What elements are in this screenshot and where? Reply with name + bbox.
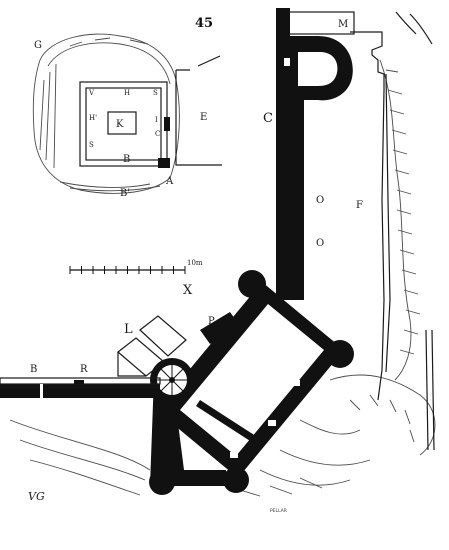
stair-tower xyxy=(150,358,194,402)
right-edge-lines xyxy=(425,329,435,451)
inset-label-s-left: S xyxy=(89,141,94,149)
keep-cross-wall xyxy=(196,400,262,446)
wall-c-buttress-2 xyxy=(292,234,304,246)
inset-label-h: H xyxy=(124,89,130,97)
keep-embrasure-2 xyxy=(292,380,300,386)
label-x: X xyxy=(183,283,193,298)
main-keep xyxy=(149,270,354,495)
wall-c-vertical xyxy=(276,8,290,300)
passage-p xyxy=(200,312,240,344)
label-o-1: O xyxy=(316,195,324,206)
scale-bar: 10m xyxy=(69,259,203,274)
keep-south-wing-wall xyxy=(150,376,226,486)
label-c: C xyxy=(263,111,273,126)
label-o-2: O xyxy=(316,238,324,249)
west-wall-b xyxy=(0,377,161,398)
label-b: B xyxy=(30,364,37,375)
road-lines xyxy=(395,11,433,45)
inset-label-c: C xyxy=(155,130,160,138)
building-l-1 xyxy=(139,315,187,357)
inset-plan: G V H S H' K I C S B B' A E xyxy=(32,33,222,199)
inset-outer-wall xyxy=(175,70,222,166)
inset-label-i: I xyxy=(155,116,158,124)
west-wall-joint xyxy=(40,384,43,398)
west-wall-b-black xyxy=(0,384,160,398)
keep-south-wing xyxy=(150,376,226,486)
label-l: L xyxy=(124,322,133,337)
inset-outer-wall-top xyxy=(176,55,221,71)
label-p: P xyxy=(208,316,215,327)
building-l-3 xyxy=(117,352,146,377)
keep-tower-north xyxy=(238,270,266,298)
page-number: 45 xyxy=(195,16,213,31)
monogram: VG xyxy=(28,490,45,503)
inset-label-b: B xyxy=(123,154,130,165)
inset-label-h-prime: H' xyxy=(89,114,97,122)
stair-newel xyxy=(169,377,175,383)
cliff-hatching xyxy=(9,59,436,497)
keep-embrasure-1 xyxy=(268,320,276,326)
west-wall-turret-r xyxy=(74,380,84,384)
inset-label-b-prime: B' xyxy=(120,188,130,199)
label-f: F xyxy=(356,200,363,211)
wall-c-tower-inner xyxy=(298,52,338,86)
inset-corner-tower xyxy=(158,158,170,168)
inset-label-a: A xyxy=(165,176,174,187)
wall-c-window xyxy=(284,58,290,66)
keep-embrasure-3 xyxy=(268,420,276,426)
wall-c-tower-outer xyxy=(290,36,353,300)
keep-embrasure-4 xyxy=(230,452,238,458)
label-r: R xyxy=(80,364,88,375)
keep-tower-south xyxy=(223,467,249,493)
building-l xyxy=(117,315,187,377)
inset-enclosure-inner xyxy=(85,87,162,161)
inset-label-v: V xyxy=(88,89,95,97)
inset-keep xyxy=(107,111,137,135)
label-m: M xyxy=(338,19,348,30)
inset-label-g: G xyxy=(34,40,42,51)
outer-rampart-line xyxy=(350,31,385,401)
engraver-signature: PELLAR xyxy=(270,508,287,514)
inset-label-e: E xyxy=(200,112,207,123)
wall-c-buttress-1 xyxy=(292,188,304,200)
inset-label-k: K xyxy=(116,119,124,130)
wall-c xyxy=(276,8,353,300)
inset-mound-hatching xyxy=(32,33,180,194)
outer-rampart-line-2 xyxy=(385,73,391,373)
inset-label-s-top: S xyxy=(153,89,158,97)
building-l-2 xyxy=(117,337,165,377)
scale-bar-label: 10m xyxy=(187,259,203,267)
scale-bar-ticks xyxy=(69,266,186,274)
keep-tower-east xyxy=(326,340,354,368)
inset-gate xyxy=(164,117,170,131)
